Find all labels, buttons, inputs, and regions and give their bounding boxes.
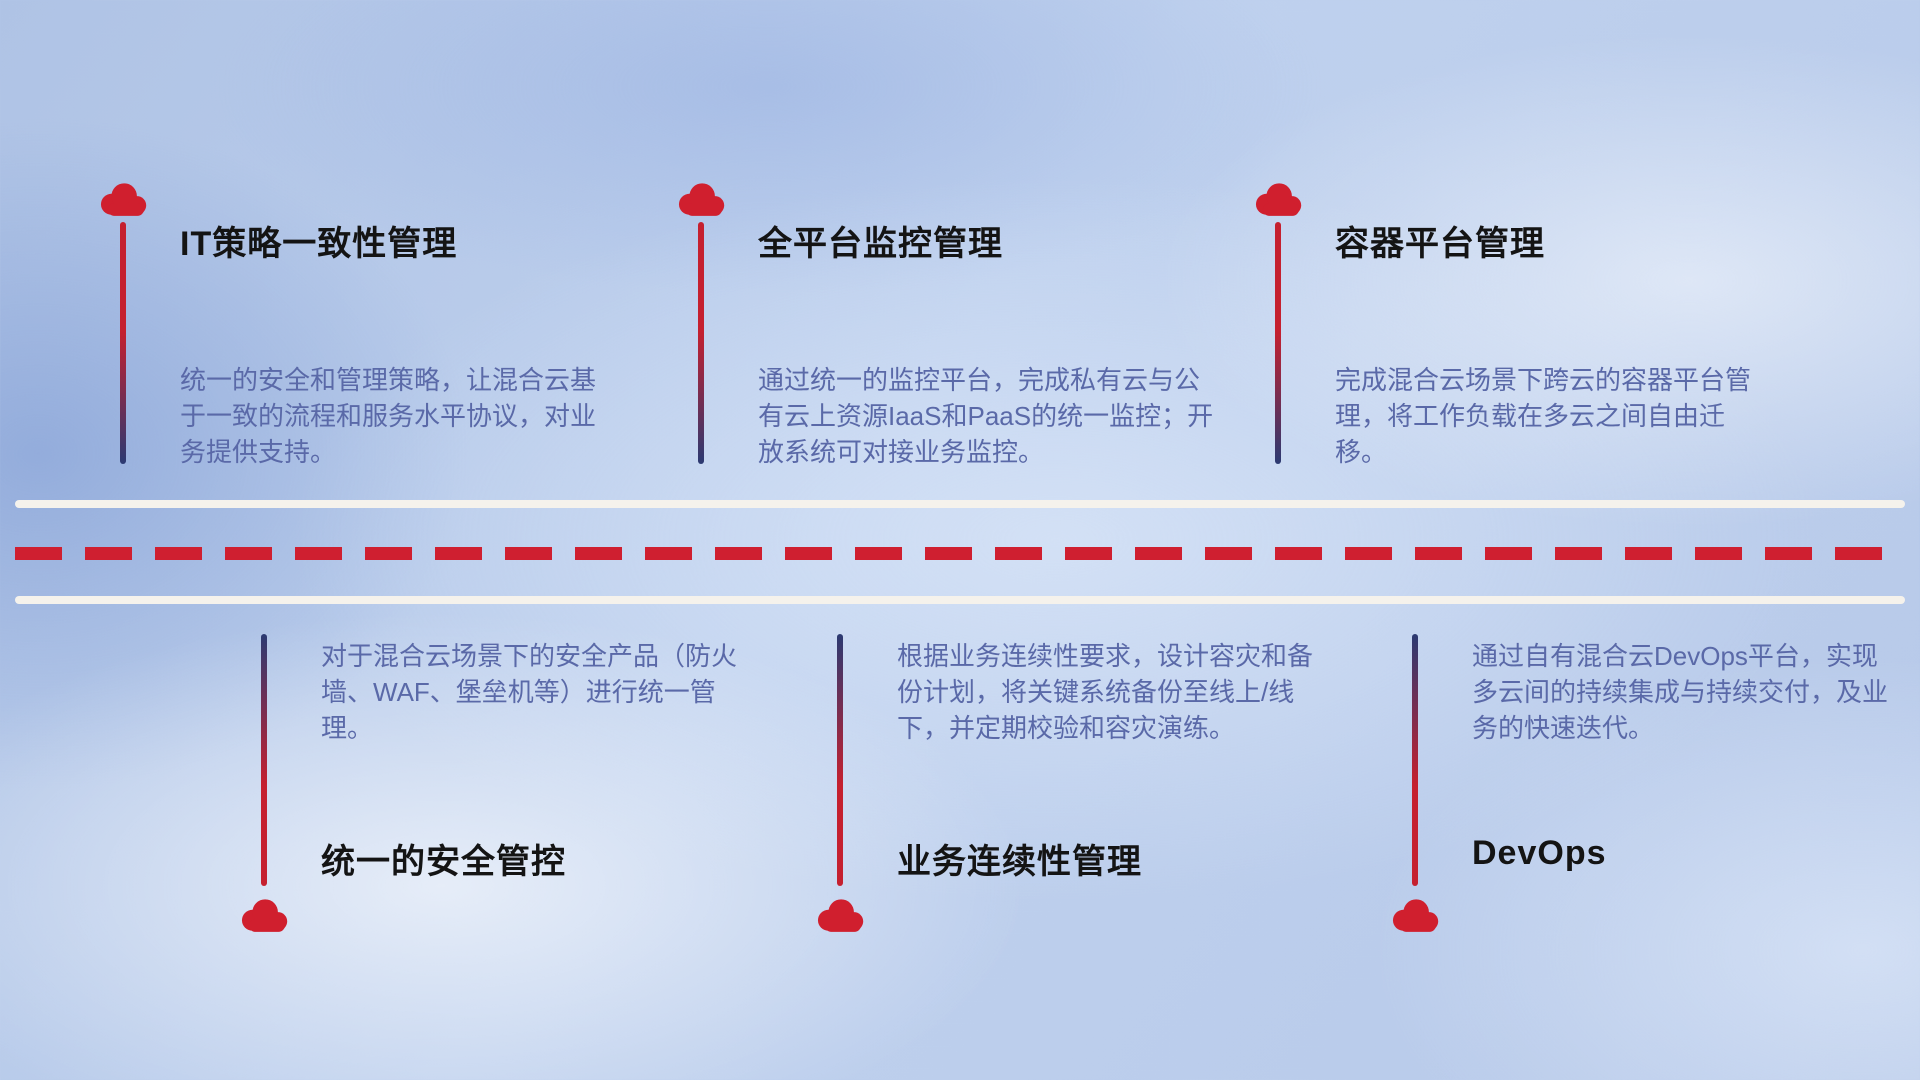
item-title: 容器平台管理 [1335,225,1545,263]
timeline-stem [698,222,704,464]
item-title: DevOps [1472,834,1607,872]
cloud-icon [94,178,152,220]
timeline-stem [1275,222,1281,464]
timeline-stem [261,634,267,886]
timeline-stem [1412,634,1418,886]
item-description: 统一的安全和管理策略，让混合云基于一致的流程和服务水平协议，对业务提供支持。 [180,365,597,467]
timeline-stem [120,222,126,464]
feature-item-business-continuity: 根据业务连续性要求，设计容灾和备份计划，将关键系统备份至线上/线下，并定期校验和… [811,634,1371,1034]
item-title: 业务连续性管理 [897,843,1142,881]
cloud-icon [672,178,730,220]
item-title: 全平台监控管理 [758,225,1003,263]
road-line-top [15,500,1905,508]
cloud-icon [1249,178,1307,220]
item-description: 根据业务连续性要求，设计容灾和备份计划，将关键系统备份至线上/线下，并定期校验和… [897,641,1314,743]
feature-item-devops: 通过自有混合云DevOps平台，实现多云间的持续集成与持续交付，及业务的快速迭代… [1386,634,1920,1034]
item-title: 统一的安全管控 [321,843,566,881]
item-description: 通过统一的监控平台，完成私有云与公有云上资源IaaS和PaaS的统一监控；开放系… [758,365,1214,467]
cloud-icon [1386,894,1444,936]
item-description: 对于混合云场景下的安全产品（防火墙、WAF、堡垒机等）进行统一管理。 [321,641,738,743]
cloud-icon [811,894,869,936]
item-description: 通过自有混合云DevOps平台，实现多云间的持续集成与持续交付，及业务的快速迭代… [1472,641,1889,743]
timeline-stem [837,634,843,886]
feature-item-security-control: 对于混合云场景下的安全产品（防火墙、WAF、堡垒机等）进行统一管理。 统一的安全… [235,634,795,1034]
road-line-bottom [15,596,1905,604]
feature-item-container-platform: 容器平台管理 完成混合云场景下跨云的容器平台管理，将工作负载在多云之间自由迁移。 [1249,178,1809,578]
feature-item-monitoring: 全平台监控管理 通过统一的监控平台，完成私有云与公有云上资源IaaS和PaaS的… [672,178,1232,578]
cloud-icon [235,894,293,936]
item-title: IT策略一致性管理 [180,225,458,263]
road-dashed-line [15,547,1905,560]
feature-item-it-policy: IT策略一致性管理 统一的安全和管理策略，让混合云基于一致的流程和服务水平协议，… [94,178,654,578]
item-description: 完成混合云场景下跨云的容器平台管理，将工作负载在多云之间自由迁移。 [1335,365,1752,467]
